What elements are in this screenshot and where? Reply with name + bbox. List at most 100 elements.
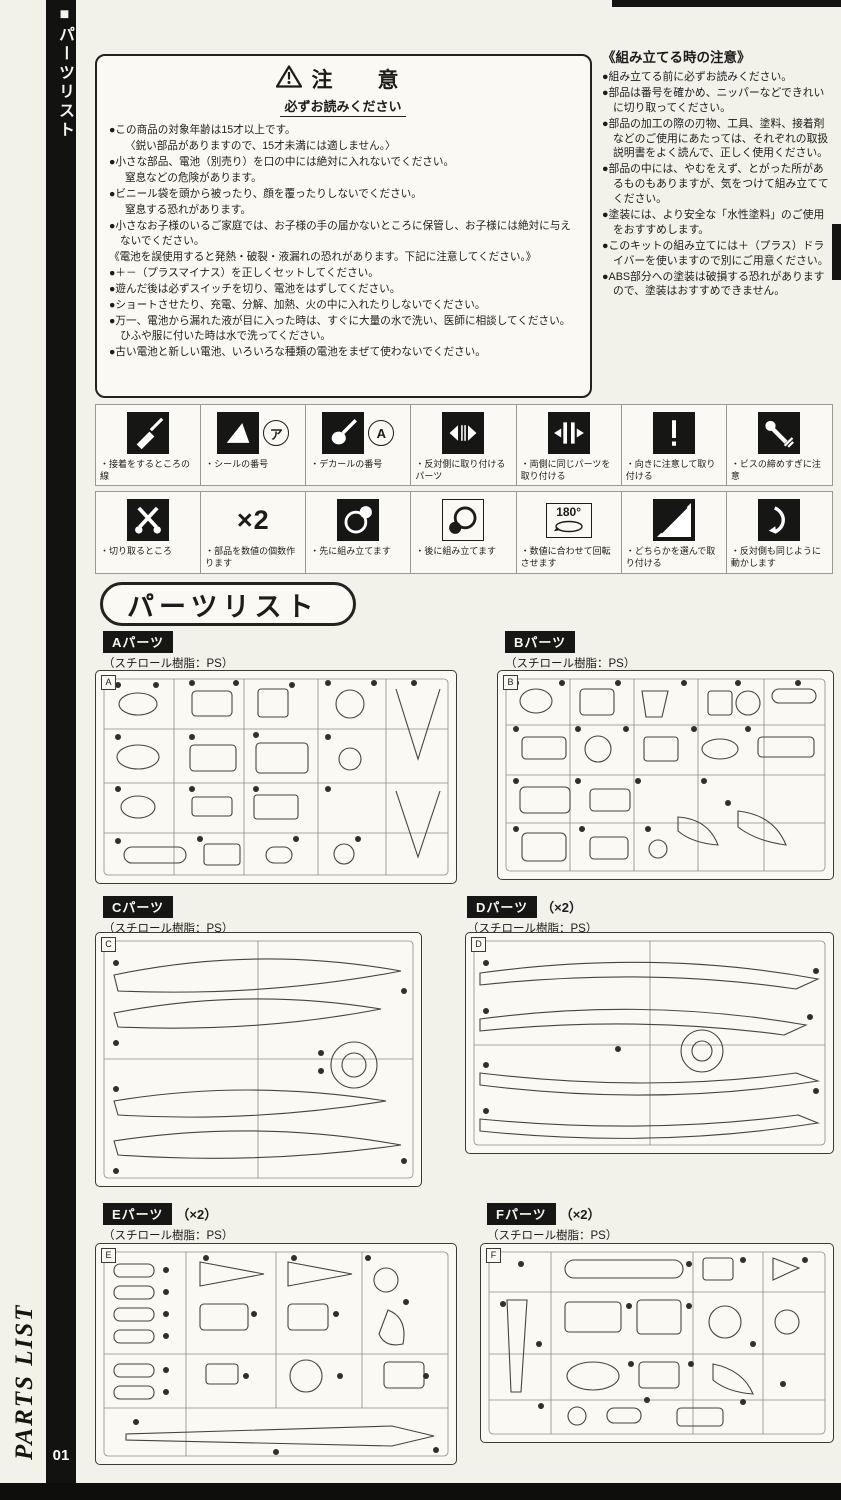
runner-e-diagram: E bbox=[95, 1243, 457, 1465]
legend-label: ・反対側も同じように動かします bbox=[730, 546, 821, 569]
assemble-first-icon bbox=[337, 499, 380, 542]
decal-number-icon bbox=[322, 412, 365, 454]
quantity-icon: ×2 bbox=[236, 504, 270, 535]
legend-cell-both-sides: ・両側に同じパーツを取り付ける bbox=[517, 405, 622, 486]
runner-d-multiplier: （×2） bbox=[541, 900, 582, 915]
runner-f-material: （スチロール樹脂：PS） bbox=[487, 1230, 618, 1242]
mirror-motion-icon bbox=[758, 499, 801, 542]
runner-d-corner-letter: D bbox=[471, 937, 486, 952]
seal-number-icon bbox=[217, 412, 260, 454]
legend-label: ・後に組み立てます bbox=[415, 546, 496, 557]
runner-b-diagram: B bbox=[497, 670, 834, 880]
assembly-notes: 《組み立てる時の注意》 ●組み立てる前に必ずお読みください。 ●部品は番号を確か… bbox=[602, 46, 833, 300]
assemble-later-icon bbox=[442, 499, 485, 542]
page-title: パーツリスト bbox=[100, 582, 356, 626]
legend-row-1: ・接着をするところの線 ア ・シールの番号 A ・デカールの bbox=[95, 404, 833, 487]
runner-b-material: （スチロール樹脂：PS） bbox=[505, 658, 636, 670]
runner-f-corner-letter: F bbox=[486, 1248, 501, 1263]
assembly-note-item: ●塗装には、より安全な「水性塗料」のご使用をおすすめします。 bbox=[602, 209, 825, 236]
legend-label: ・どちらかを選んで取り付ける bbox=[625, 546, 716, 569]
runner-a-tag: Aパーツ bbox=[103, 631, 174, 653]
runner-d-tag: Dパーツ bbox=[467, 896, 538, 918]
caution-item: ●＋－（プラスマイナス）を正しくセットしてください。 bbox=[109, 267, 379, 280]
assembly-note-item: ●部品の加工の際の刃物、工具、塗料、接着剤などのご使用にあたっては、それぞれの取… bbox=[602, 117, 829, 160]
runner-e-tag: Eパーツ bbox=[103, 1203, 173, 1225]
legend-cell-rotate: 180° ・数値に合わせて回転させます bbox=[517, 492, 622, 573]
caution-box: 注 意 必ずお読みください ●この商品の対象年齢は15才以上です。 〈鋭い部品が… bbox=[95, 54, 592, 398]
runner-c-sprue-art bbox=[103, 940, 414, 1179]
choose-one-icon bbox=[652, 499, 695, 542]
screw-tightening-icon bbox=[758, 412, 801, 454]
legend-cell-opposite: ・反対側に取り付けるパーツ bbox=[411, 405, 517, 486]
runner-f-multiplier: （×2） bbox=[559, 1207, 601, 1222]
runner-e-header: Eパーツ（×2） （スチロール樹脂：PS） bbox=[103, 1203, 233, 1243]
runner-a-corner-letter: A bbox=[101, 675, 116, 690]
runner-f-diagram: F bbox=[480, 1243, 834, 1443]
nipper-icon bbox=[127, 499, 170, 542]
caution-item: 窒息する恐れがあります。 bbox=[125, 204, 252, 217]
runner-c-header: Cパーツ （スチロール樹脂：PS） bbox=[103, 896, 233, 936]
assembly-note-item: ●このキットの組み立てには＋（プラス）ドライバーを使いますので別にご用意ください… bbox=[602, 239, 829, 267]
legend-cell-assemble-first: ・先に組み立てます bbox=[306, 492, 412, 573]
runner-f-header: Fパーツ（×2） （スチロール樹脂：PS） bbox=[487, 1203, 617, 1243]
caution-title: 注 意 bbox=[311, 69, 411, 92]
runner-c-corner-letter: C bbox=[101, 937, 116, 952]
top-edge-bar bbox=[612, 0, 841, 7]
legend-cell-quantity: ×2 ・部品を数値の個数作ります bbox=[201, 492, 307, 573]
legend-cell-decal: A ・デカールの番号 bbox=[306, 405, 412, 486]
legend-cell-assemble-later: ・後に組み立てます bbox=[411, 492, 517, 573]
runner-b-corner-letter: B bbox=[503, 675, 518, 690]
caution-item: ●ショートさせたり、充電、分解、加熱、火の中に入れたりしないでください。 bbox=[109, 299, 486, 312]
caution-title-row: 注 意 bbox=[109, 64, 577, 94]
page-number: 01 bbox=[52, 1447, 70, 1464]
caution-item: 窒息などの危険があります。 bbox=[125, 172, 262, 185]
opposite-side-icon bbox=[442, 412, 485, 454]
runner-d-sprue-art bbox=[473, 940, 826, 1146]
legend-cell-seal: ア ・シールの番号 bbox=[201, 405, 307, 486]
runner-f-sprue-art bbox=[488, 1251, 826, 1435]
caution-item: ●小さなお子様のいるご家庭では、お子様の手の届かないところに保管し、お子様には絶… bbox=[109, 220, 571, 248]
assembly-note-item: ●ABS部分への塗装は破損する恐れがありますので、塗装はおすすめできません。 bbox=[602, 270, 825, 298]
runner-a-sprue-art bbox=[103, 678, 449, 876]
legend-label: ・ビスの締めすぎに注意 bbox=[730, 459, 821, 481]
caution-item: 《電池を誤使用すると発熱・破裂・液漏れの恐れがあります。下記に注意してください。… bbox=[109, 251, 537, 264]
runner-c-tag: Cパーツ bbox=[103, 896, 174, 918]
decal-letter-badge: A bbox=[368, 420, 395, 446]
legend-label: ・接着をするところの線 bbox=[100, 459, 191, 481]
caution-item: ●万一、電池から漏れた液が目に入った時は、すぐに大量の水で洗い、医師に相談してく… bbox=[109, 315, 571, 343]
legend-cell-cut: ・切り取るところ bbox=[96, 492, 202, 573]
legend-cell-mirror-motion: ・反対側も同じように動かします bbox=[727, 492, 832, 572]
legend-label: ・先に組み立てます bbox=[310, 546, 391, 557]
bottom-edge-bar bbox=[0, 1483, 841, 1500]
legend-label: ・デカールの番号 bbox=[310, 459, 383, 469]
caution-item: ●ビニール袋を頭から被ったり、顔を覆ったりしないでください。 bbox=[109, 188, 422, 201]
legend-row-2: ・切り取るところ ×2 ・部品を数値の個数作ります ・先に組み立てます ・後に組… bbox=[95, 491, 833, 574]
legend-label: ・両側に同じパーツを取り付ける bbox=[520, 459, 611, 481]
runner-b-sprue-art bbox=[505, 678, 826, 872]
warning-triangle-icon bbox=[275, 65, 302, 93]
caution-item: 〈鋭い部品がありますので、15才未満には適しません。〉 bbox=[125, 140, 396, 153]
sidebar-footer-text: PARTS LIST bbox=[11, 1303, 38, 1460]
symbol-legend: ・接着をするところの線 ア ・シールの番号 A ・デカールの bbox=[95, 404, 833, 579]
legend-label: ・部品を数値の個数作ります bbox=[205, 546, 296, 569]
runner-a-material: （スチロール樹脂：PS） bbox=[103, 658, 234, 670]
legend-cell-choose: ・どちらかを選んで取り付ける bbox=[622, 492, 727, 573]
caution-item: ●遊んだ後は必ずスイッチを切り、電池をはずしてください。 bbox=[109, 283, 401, 296]
legend-label: ・シールの番号 bbox=[205, 459, 269, 469]
caution-subtitle: 必ずお読みください bbox=[280, 96, 406, 117]
runner-f-tag: Fパーツ bbox=[487, 1203, 556, 1225]
assembly-notes-title: 《組み立てる時の注意》 bbox=[602, 50, 751, 65]
caution-items: ●この商品の対象年齢は15才以上です。 〈鋭い部品がありますので、15才未満には… bbox=[109, 123, 577, 360]
legend-cell-glue: ・接着をするところの線 bbox=[96, 405, 202, 486]
sidebar bbox=[46, 0, 76, 1483]
runner-e-material: （スチロール樹脂：PS） bbox=[103, 1230, 234, 1242]
runner-a-header: Aパーツ （スチロール樹脂：PS） bbox=[103, 631, 233, 671]
legend-label: ・反対側に取り付けるパーツ bbox=[415, 459, 506, 481]
orientation-caution-icon bbox=[652, 412, 695, 454]
runner-d-header: Dパーツ（×2） （スチロール樹脂：PS） bbox=[467, 896, 597, 936]
seal-letter-badge: ア bbox=[263, 420, 290, 446]
assembly-note-item: ●部品の中には、やむをえず、とがった所があるものもありますが、気をつけて組み立て… bbox=[602, 163, 829, 206]
assembly-note-item: ●部品は番号を確かめ、ニッパーなどできれいに切り取ってください。 bbox=[602, 86, 825, 114]
caution-item: ●小さな部品、電池（別売り）を口の中には絶対に入れないでください。 bbox=[109, 156, 455, 169]
